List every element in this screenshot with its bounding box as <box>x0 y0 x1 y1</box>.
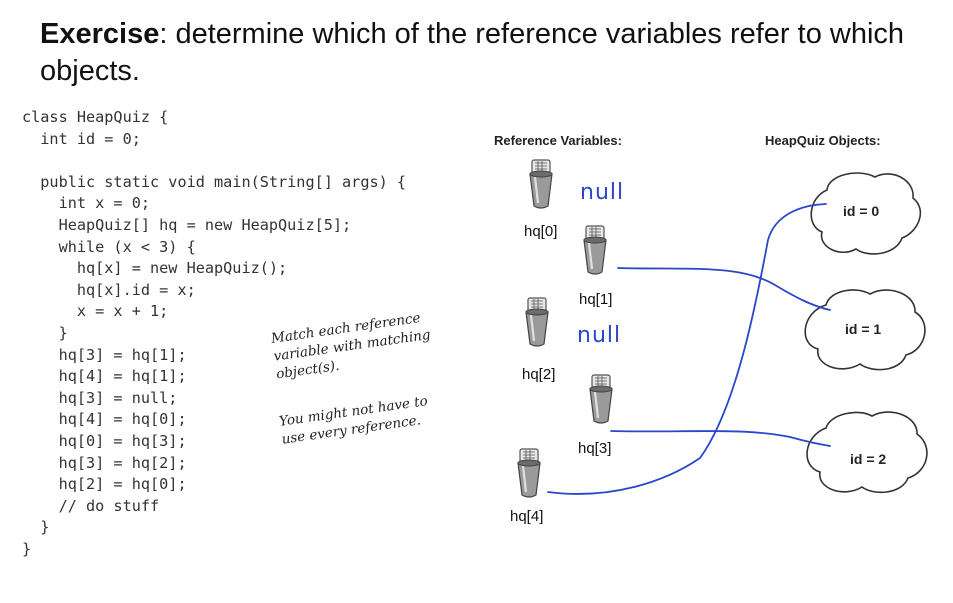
code-line: hq[4] = hq[1]; <box>22 367 187 386</box>
code-line: // do stuff <box>22 496 160 515</box>
code-line: } <box>22 539 32 558</box>
code-line: int id = 0; <box>22 129 141 148</box>
ref-label-hq4: hq[4] <box>510 508 544 525</box>
arrow-hq3-to-id2 <box>610 430 831 447</box>
null-mark-hq2: null <box>577 323 622 348</box>
code-line: hq[4] = hq[0]; <box>22 410 187 429</box>
object-cloud-1 <box>804 289 926 371</box>
code-line: x = x + 1; <box>22 302 169 321</box>
code-line: hq[x].id = x; <box>22 280 196 299</box>
object-label-id1: id = 1 <box>845 321 882 337</box>
exercise-label: Exercise <box>40 18 160 50</box>
reference-cup-icon <box>516 447 542 499</box>
exercise-title: Exercise: determine which of the referen… <box>40 16 930 90</box>
ref-label-hq3: hq[3] <box>578 440 612 457</box>
code-line: } <box>22 518 50 537</box>
reference-variables-header: Reference Variables: <box>494 133 622 148</box>
code-line: hq[3] = hq[2]; <box>22 453 187 472</box>
code-line: hq[3] = hq[1]; <box>22 345 187 364</box>
code-line: hq[x] = new HeapQuiz(); <box>22 259 288 278</box>
code-line: public static void main(String[] args) { <box>22 172 407 191</box>
exercise-prompt: : determine which of the reference varia… <box>40 18 905 87</box>
code-line: hq[0] = hq[3]; <box>22 431 187 450</box>
ref-label-hq2: hq[2] <box>522 366 556 383</box>
code-line: } <box>22 323 68 342</box>
ref-label-hq0: hq[0] <box>524 223 558 240</box>
null-mark-hq0: null <box>580 180 625 205</box>
reference-cup-icon <box>582 224 608 276</box>
reference-cup-icon <box>588 373 614 425</box>
object-cloud-2 <box>806 411 928 494</box>
arrow-hq4-to-id0 <box>547 203 827 495</box>
code-line: while (x < 3) { <box>22 237 196 256</box>
code-line: class HeapQuiz { <box>22 108 169 126</box>
object-label-id0: id = 0 <box>843 203 880 219</box>
arrow-hq1-to-id1 <box>617 267 831 311</box>
code-line: hq[2] = hq[0]; <box>22 475 187 494</box>
reference-cup-icon <box>524 296 550 348</box>
code-block: class HeapQuiz { int id = 0; public stat… <box>22 107 406 560</box>
code-line: HeapQuiz[] hq = new HeapQuiz[5]; <box>22 215 352 234</box>
reference-cup-icon <box>528 158 554 210</box>
object-label-id2: id = 2 <box>850 451 887 467</box>
object-cloud-0 <box>810 172 922 255</box>
ref-label-hq1: hq[1] <box>579 291 613 308</box>
heapquiz-objects-header: HeapQuiz Objects: <box>765 133 881 148</box>
code-line: int x = 0; <box>22 194 151 213</box>
code-line: hq[3] = null; <box>22 388 178 407</box>
